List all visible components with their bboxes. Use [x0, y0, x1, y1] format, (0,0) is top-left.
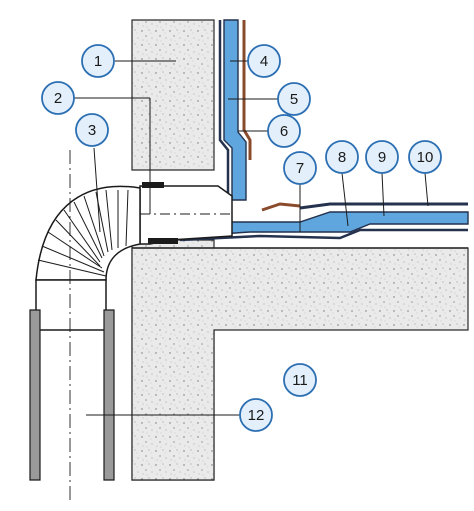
drain-seal	[148, 238, 178, 244]
svg-text:11: 11	[292, 372, 308, 389]
callout-12: 12	[239, 398, 273, 432]
svg-text:5: 5	[290, 91, 298, 108]
callout-8: 8	[325, 140, 359, 174]
callout-6: 6	[267, 114, 301, 148]
drain-clamp-top	[142, 182, 164, 188]
callout-2: 2	[41, 81, 75, 115]
wall-flashing-brown	[242, 20, 252, 160]
roof-membrane-brown	[261, 202, 301, 212]
callout-7: 7	[283, 151, 317, 185]
callout-3: 3	[75, 113, 109, 147]
wall-membrane-inner	[218, 20, 230, 205]
svg-text:6: 6	[280, 123, 288, 140]
drain-tube	[139, 185, 233, 245]
callout-4: 4	[247, 44, 281, 78]
callout-1: 1	[81, 44, 115, 78]
pipe-elbow-icon	[35, 185, 141, 331]
downpipe	[29, 150, 115, 500]
wall-membrane-blue	[223, 19, 247, 201]
wall-concrete	[131, 19, 215, 171]
roof-membrane-top-dark	[299, 202, 468, 210]
svg-text:4: 4	[260, 53, 268, 70]
callout-5: 5	[277, 82, 311, 116]
svg-text:12: 12	[248, 407, 265, 424]
svg-text:7: 7	[296, 160, 304, 177]
callout-10: 10	[408, 140, 442, 174]
roof-membrane-lower-dark	[179, 228, 468, 242]
leader-lines	[72, 60, 429, 416]
svg-text:9: 9	[378, 149, 386, 166]
svg-text:10: 10	[417, 149, 434, 166]
svg-text:2: 2	[54, 90, 62, 107]
callout-11: 11	[283, 363, 317, 397]
svg-text:8: 8	[338, 149, 346, 166]
svg-text:3: 3	[88, 122, 96, 139]
callout-9: 9	[365, 140, 399, 174]
svg-text:1: 1	[94, 53, 102, 70]
